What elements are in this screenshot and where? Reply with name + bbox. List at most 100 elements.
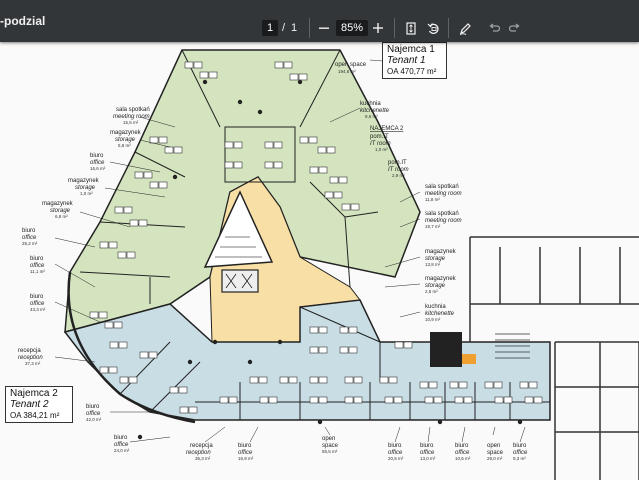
desk	[533, 396, 543, 404]
annotate-button[interactable]	[455, 18, 475, 38]
svg-text:office: office	[30, 301, 45, 307]
column	[202, 79, 208, 85]
desk	[379, 376, 389, 384]
svg-text:9,6 m²: 9,6 m²	[365, 114, 378, 119]
svg-text:reception: reception	[186, 450, 211, 456]
desk	[233, 141, 243, 149]
svg-text:magazynek: magazynek	[425, 249, 457, 255]
svg-text:kuchnia: kuchnia	[425, 304, 446, 310]
desk	[454, 396, 464, 404]
minus-icon	[319, 27, 329, 29]
desk	[424, 396, 434, 404]
desk	[318, 346, 328, 354]
zoom-out-button[interactable]	[314, 18, 334, 38]
desk	[233, 161, 243, 169]
desk	[264, 141, 274, 149]
desk	[148, 351, 158, 359]
svg-text:24,0 m²: 24,0 m²	[114, 448, 130, 453]
svg-text:19,7 m²: 19,7 m²	[425, 224, 441, 229]
svg-text:16,9 m²: 16,9 m²	[238, 456, 254, 461]
desk	[524, 396, 534, 404]
desk	[318, 326, 328, 334]
column	[247, 359, 253, 365]
svg-text:2,5 m²: 2,5 m²	[425, 289, 438, 294]
page-separator: /	[282, 22, 286, 34]
desk	[353, 376, 363, 384]
desk	[348, 346, 358, 354]
desk	[143, 171, 153, 179]
label-open-space-top: open space	[335, 62, 367, 68]
tenant2-label: Najemca 2 Tenant 2 OA 384,21 m²	[5, 386, 73, 423]
page-number-input[interactable]: 1	[262, 20, 278, 36]
svg-text:29,0 m²: 29,0 m²	[487, 456, 503, 461]
fit-page-button[interactable]	[401, 18, 421, 38]
svg-text:magazynek: magazynek	[425, 276, 457, 282]
svg-text:IT room: IT room	[388, 167, 409, 173]
svg-text:meeting room: meeting room	[425, 218, 462, 224]
desk	[128, 376, 138, 384]
desk	[419, 381, 429, 389]
svg-text:16,6 m²: 16,6 m²	[90, 166, 106, 171]
svg-text:office: office	[238, 450, 253, 456]
desk	[339, 346, 349, 354]
svg-text:magazynek: magazynek	[68, 178, 100, 184]
desk	[339, 326, 349, 334]
najemca2-small-label: NAJEMCA 2	[370, 126, 404, 132]
svg-text:194,6 m²: 194,6 m²	[338, 69, 356, 74]
neighbour-building	[469, 236, 639, 480]
desk	[108, 366, 118, 374]
desk	[299, 136, 309, 144]
desk	[519, 381, 529, 389]
desk	[258, 376, 268, 384]
svg-text:magazynek: magazynek	[42, 201, 74, 207]
svg-text:1,0 m²: 1,0 m²	[375, 147, 388, 152]
column	[137, 434, 143, 440]
svg-text:11,1 m²: 11,1 m²	[30, 269, 45, 274]
desk	[118, 341, 128, 349]
desk	[99, 366, 109, 374]
svg-text:space: space	[322, 443, 339, 449]
desk	[289, 73, 299, 81]
zoom-in-button[interactable]	[368, 18, 388, 38]
desk	[113, 321, 123, 329]
desk	[188, 406, 198, 414]
pdf-toolbar: -podzial 1 / 1 85%	[0, 0, 639, 42]
svg-text:biuro: biuro	[455, 443, 469, 449]
desk	[388, 376, 398, 384]
column	[172, 174, 178, 180]
svg-text:open: open	[487, 443, 500, 449]
desk	[138, 219, 148, 227]
svg-text:storage: storage	[115, 137, 136, 143]
svg-text:13,8 m²: 13,8 m²	[425, 262, 441, 267]
svg-text:13,0 m²: 13,0 m²	[420, 456, 436, 461]
redo-button[interactable]	[505, 18, 525, 38]
svg-text:11,8 m²: 11,8 m²	[425, 197, 440, 202]
desk	[108, 241, 118, 249]
desk	[199, 71, 209, 79]
desk	[308, 136, 318, 144]
svg-text:office: office	[455, 450, 470, 456]
svg-text:pom.IT: pom.IT	[388, 160, 407, 166]
desk	[324, 191, 334, 199]
desk	[259, 396, 269, 404]
desk	[288, 376, 298, 384]
svg-text:25,2 m²: 25,2 m²	[22, 241, 38, 246]
fit-page-icon	[406, 21, 416, 35]
column	[517, 419, 523, 425]
zoom-level-input[interactable]: 85%	[336, 20, 368, 36]
desk	[99, 241, 109, 249]
svg-text:pom.IT: pom.IT	[370, 134, 389, 140]
svg-text:reception: reception	[18, 355, 43, 361]
desk	[318, 396, 328, 404]
column	[317, 419, 323, 425]
desk	[264, 161, 274, 169]
undo-button[interactable]	[484, 18, 504, 38]
svg-text:storage: storage	[75, 185, 96, 191]
desk	[318, 166, 328, 174]
rotate-button[interactable]	[423, 18, 443, 38]
desk	[224, 141, 234, 149]
pdf-viewer[interactable]: open space 194,6 m² sala spotkań meeting…	[0, 42, 639, 480]
svg-text:storage: storage	[50, 208, 71, 214]
svg-text:open: open	[322, 436, 335, 442]
desk	[341, 203, 351, 211]
